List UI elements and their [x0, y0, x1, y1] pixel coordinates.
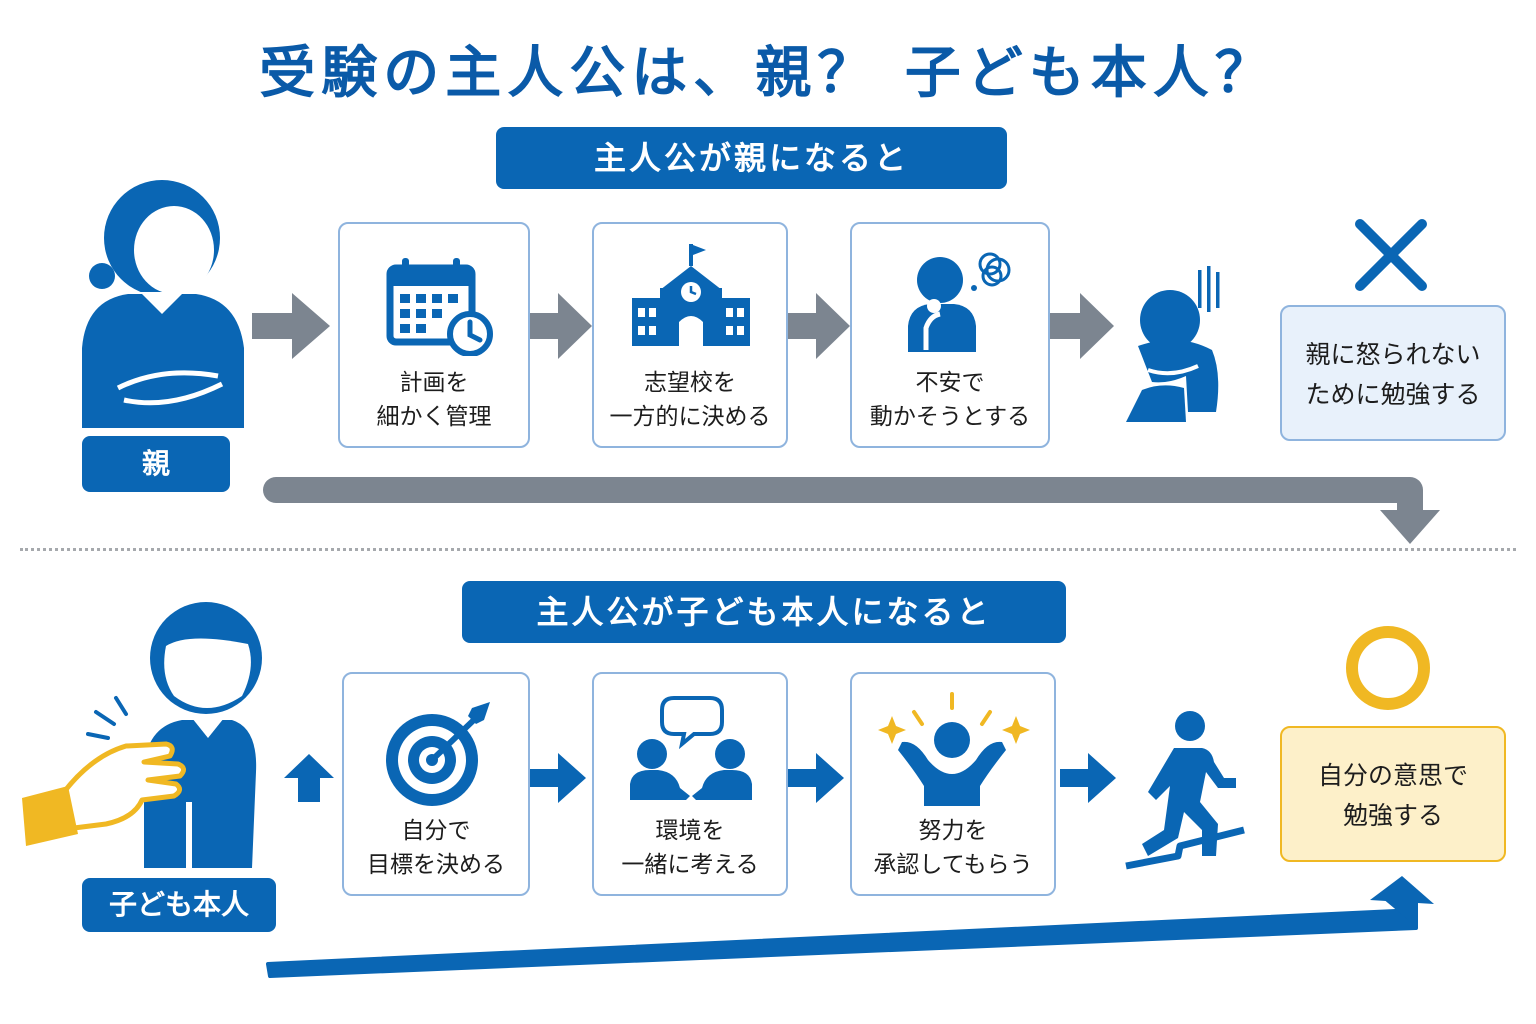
long-rising-arrow-icon — [266, 876, 1434, 978]
top-result-box: 親に怒られない ために勉強する — [1280, 305, 1506, 441]
conversation-icon — [630, 696, 752, 800]
circle-mark-icon — [1346, 626, 1430, 710]
arrow-right-icon — [528, 293, 592, 359]
step-text-line1: 環境を — [655, 818, 725, 844]
page-title: 受験の主人公は、親？ 子ども本人？ — [259, 41, 1277, 106]
step-text-line2: 目標を決める — [367, 852, 505, 878]
step-text-line2: 承認してもらう — [873, 852, 1033, 878]
arrow-right-icon — [786, 293, 850, 359]
step-card-anxious-push: 不安で 動かそうとする — [850, 222, 1050, 448]
result-text-line1: 親に怒られない — [1305, 340, 1481, 369]
cross-mark-icon — [1355, 219, 1427, 291]
step-card-school-choice: 志望校を 一方的に決める — [592, 222, 788, 448]
step-text-line1: 志望校を — [644, 370, 736, 396]
step-text-line1: 計画を — [399, 370, 469, 396]
step-card-plan-management: 計画を 細かく管理 — [338, 222, 530, 448]
section-divider — [20, 548, 1516, 551]
arrow-right-icon — [1048, 293, 1114, 359]
bottom-section-banner: 主人公が子ども本人になると — [462, 581, 1066, 643]
arrow-right-icon — [530, 753, 586, 803]
step-text-line2: 一緒に考える — [621, 852, 759, 878]
climbing-stairs-person-icon — [1125, 711, 1245, 870]
step-card-set-goal: 自分で 目標を決める — [342, 672, 530, 896]
long-gray-arrow-icon — [263, 477, 1440, 544]
top-section-banner: 主人公が親になると — [496, 127, 1007, 189]
step-text-line1: 自分で — [401, 818, 471, 844]
arrow-right-icon — [252, 293, 330, 359]
arrow-right-icon — [788, 753, 844, 803]
result-text-line2: 勉強する — [1342, 801, 1443, 830]
school-building-icon — [632, 244, 750, 346]
child-with-support-hand-icon — [22, 602, 262, 868]
anxious-person-icon — [908, 252, 1011, 352]
bottom-result-box: 自分の意思で 勉強する — [1280, 726, 1506, 862]
arrow-right-icon — [1060, 753, 1116, 803]
child-label: 子ども本人 — [82, 878, 276, 932]
step-text-line1: 不安で — [915, 370, 985, 396]
result-text-line2: ために勉強する — [1305, 380, 1481, 409]
parent-figure-icon — [82, 180, 244, 428]
target-icon — [386, 702, 490, 806]
arrow-up-icon — [284, 754, 334, 802]
step-text-line2: 動かそうとする — [869, 404, 1031, 430]
step-card-think-together: 環境を 一緒に考える — [592, 672, 788, 896]
step-text-line2: 細かく管理 — [376, 404, 492, 430]
step-text-line1: 努力を — [918, 818, 988, 844]
crouching-child-icon — [1126, 266, 1220, 422]
result-text-line1: 自分の意思で — [1317, 761, 1468, 790]
calendar-clock-icon — [386, 258, 493, 356]
step-card-recognition: 努力を 承認してもらう — [850, 672, 1056, 896]
step-text-line2: 一方的に決める — [609, 404, 771, 430]
celebrating-person-icon — [878, 692, 1030, 806]
parent-label: 親 — [82, 436, 230, 492]
